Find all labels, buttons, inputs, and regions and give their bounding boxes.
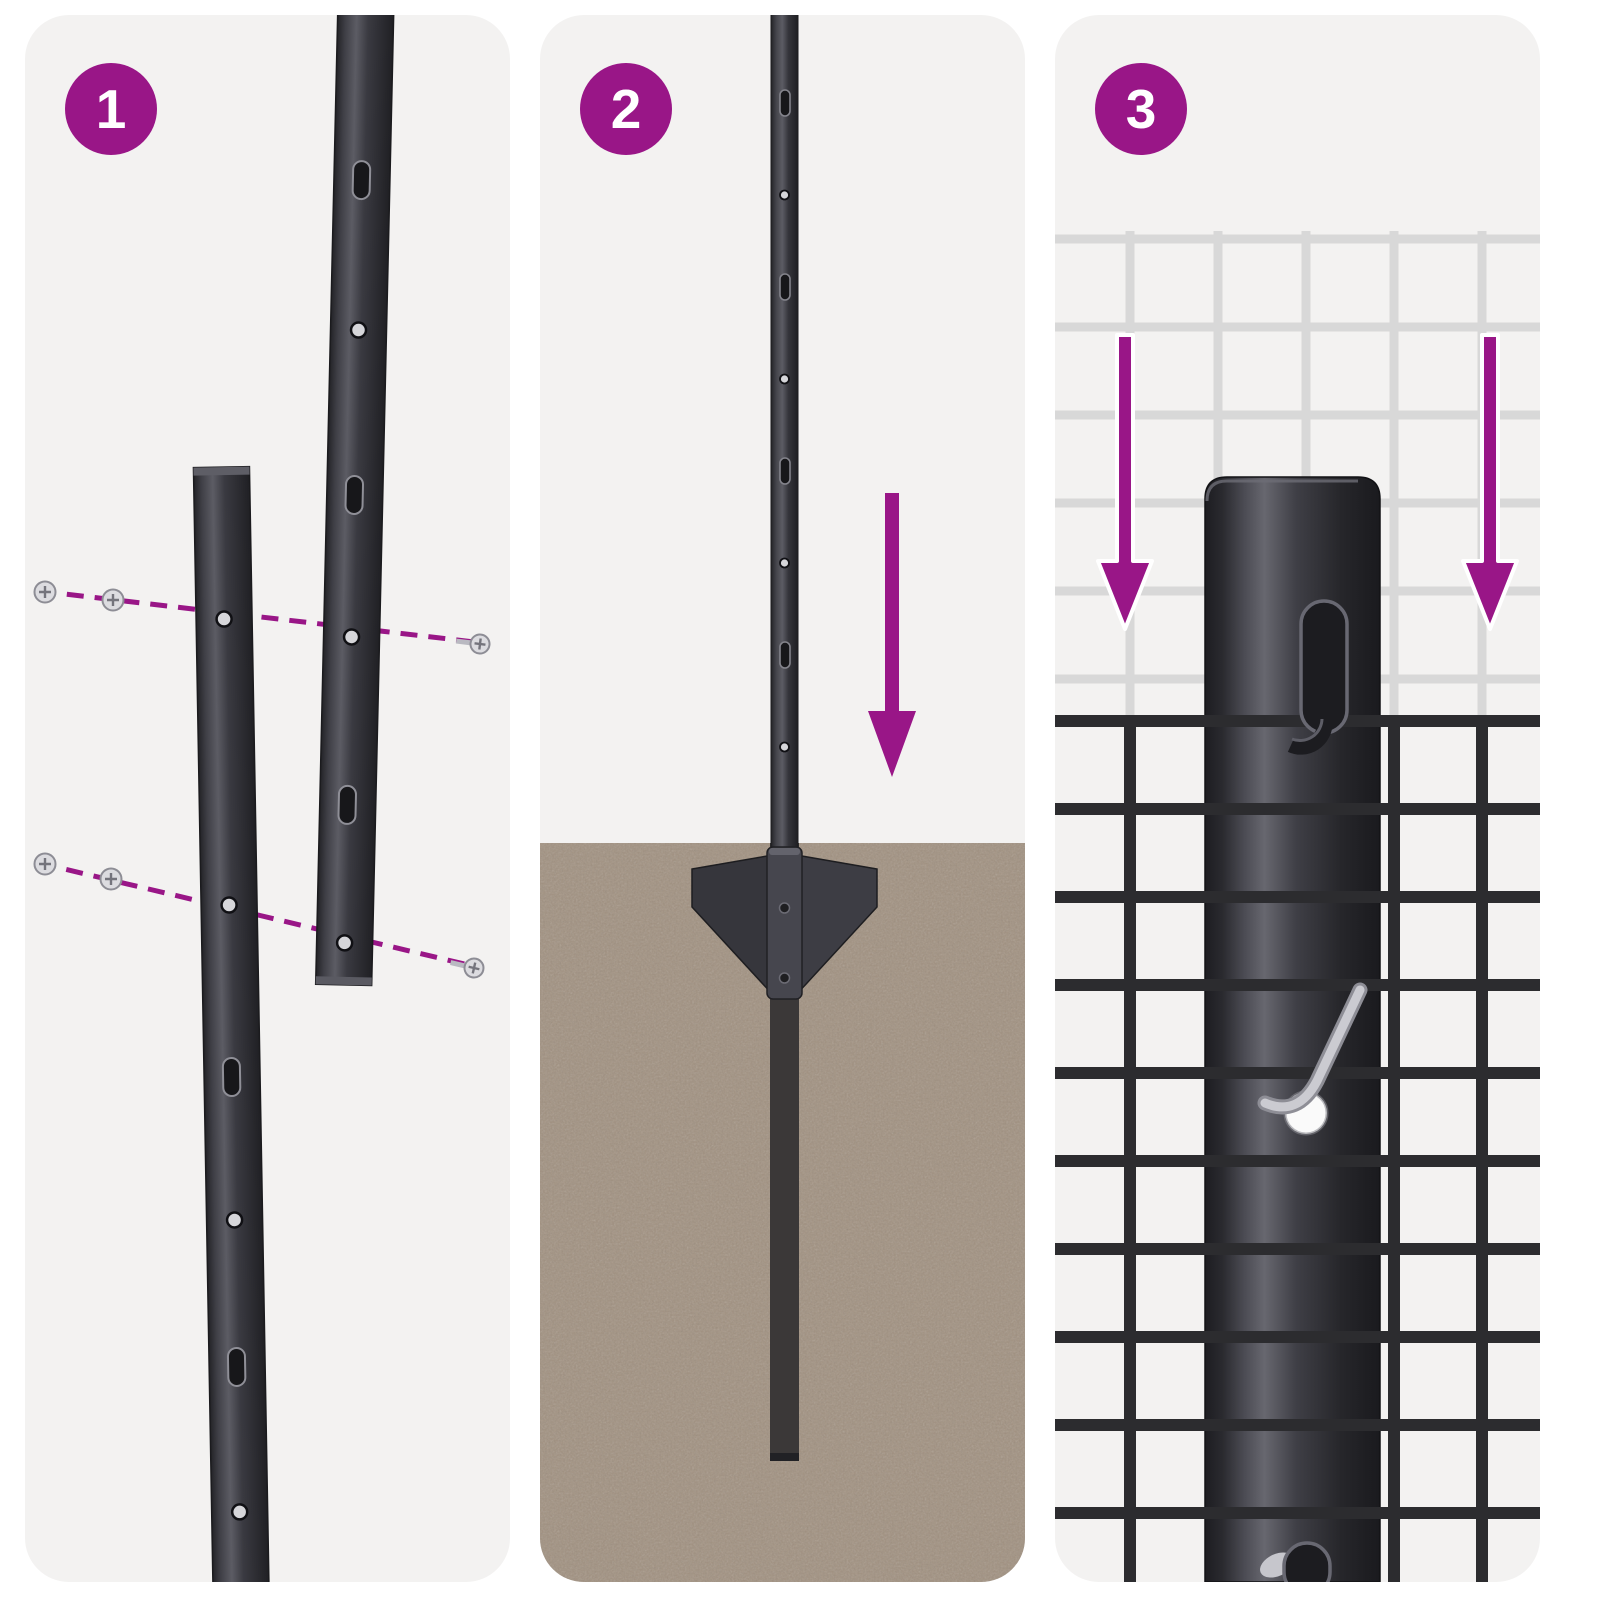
step-panel-1: 1 bbox=[25, 15, 510, 1582]
screw-side-icon bbox=[455, 633, 491, 655]
step-number-1: 1 bbox=[95, 78, 127, 140]
screw-icon bbox=[99, 867, 123, 891]
step-number-3: 3 bbox=[1125, 78, 1157, 140]
step-badge-3: 3 bbox=[1095, 63, 1187, 155]
step-3-illustration bbox=[1055, 231, 1540, 1582]
step-number-2: 2 bbox=[610, 78, 642, 140]
step-badge-2: 2 bbox=[580, 63, 672, 155]
screw-icon bbox=[33, 580, 57, 604]
fence-post bbox=[770, 15, 799, 856]
step-1-illustration bbox=[33, 15, 491, 1582]
bottom-hook-icon bbox=[1260, 1541, 1332, 1582]
fence-post bbox=[1204, 476, 1381, 1582]
hook-icon bbox=[1287, 599, 1349, 755]
fence-post-left bbox=[192, 465, 271, 1582]
step-2-illustration bbox=[540, 15, 1025, 1582]
step-panel-2: 2 bbox=[540, 15, 1025, 1582]
wire-clip-icon bbox=[1257, 982, 1368, 1136]
down-arrow-icon bbox=[868, 493, 916, 777]
step-badge-1: 1 bbox=[65, 63, 157, 155]
down-arrow-icon bbox=[1096, 333, 1154, 631]
screw-icon bbox=[101, 588, 125, 612]
anchor-bracket bbox=[691, 846, 878, 1000]
down-arrow-icon bbox=[1461, 333, 1519, 631]
screw-guide-lines bbox=[38, 588, 484, 970]
fence-post-right bbox=[314, 15, 396, 987]
step-panel-3: 3 bbox=[1055, 15, 1540, 1582]
screw-side-icon bbox=[450, 957, 485, 979]
mesh-down-arrows bbox=[1096, 333, 1519, 631]
mesh-dark-horizontal-wires bbox=[1055, 715, 1540, 1519]
screw-icon bbox=[33, 852, 57, 876]
